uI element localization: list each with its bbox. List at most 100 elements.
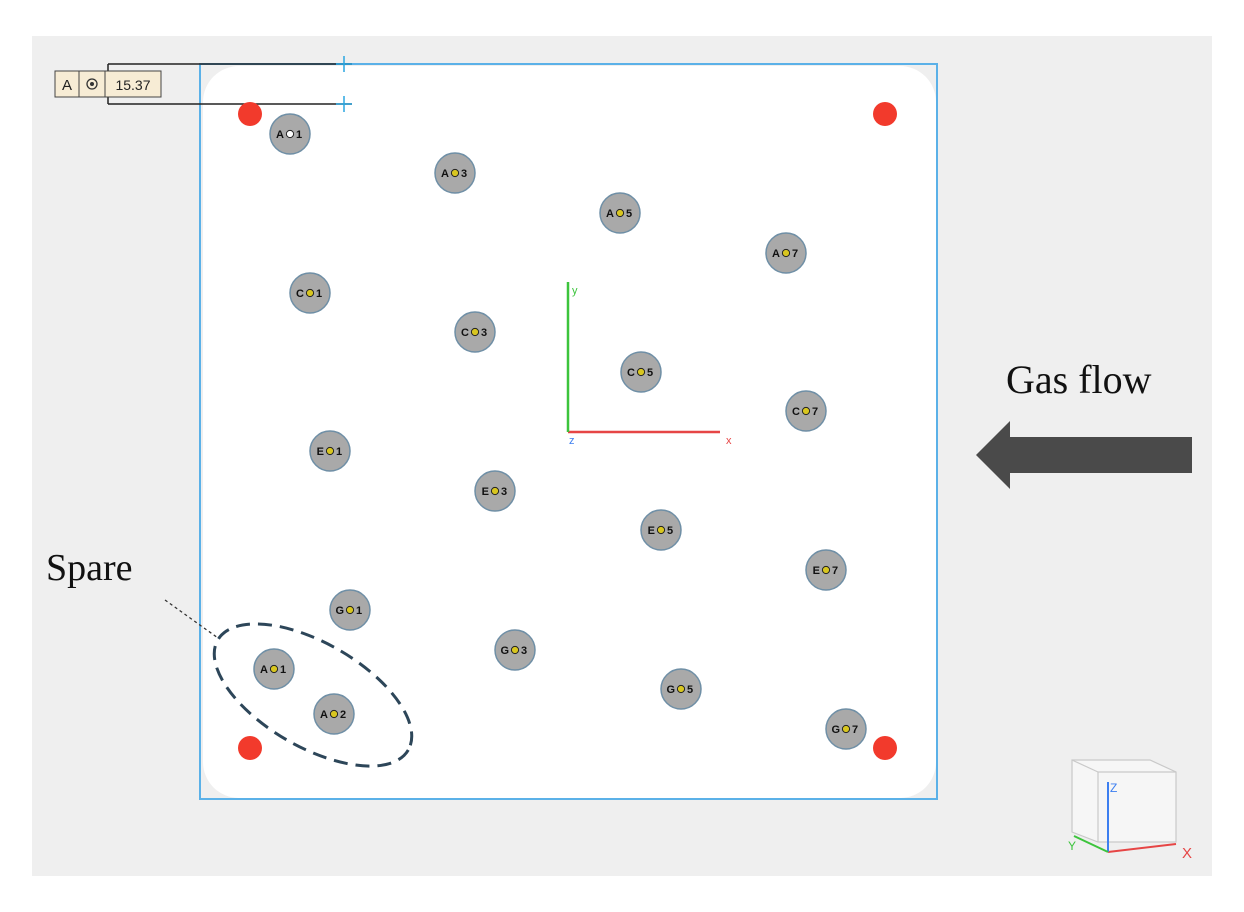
hole-marker-icon [450,168,460,178]
hole-marker-icon [325,446,335,456]
hole-letter: A [260,664,268,676]
hole-number: 1 [280,664,286,676]
hole-letter: A [441,168,449,180]
hole-letter: G [335,605,344,617]
corner-marker-top-right [873,102,897,126]
corner-marker-bottom-left [238,736,262,760]
hole-number: 1 [336,446,342,458]
spare-region: Spare [46,547,414,768]
gas-flow-arrow-icon [976,421,1192,489]
hole-number: 5 [687,684,693,696]
hole-number: 7 [832,565,838,577]
y-axis-label: y [572,285,578,297]
position-circle-icon [86,78,98,90]
hole-letter: G [666,684,675,696]
hole-letter: G [831,724,840,736]
coordinate-axes: x y z [566,282,732,447]
hole-letter: G [500,645,509,657]
hole-number: 5 [626,208,632,220]
view-cube-x-axis [1107,843,1177,853]
hole-number: 7 [792,248,798,260]
hole-letter: E [317,446,324,458]
corner-marker-top-left [238,102,262,126]
hole-marker-icon [345,605,355,615]
hole-marker-icon [329,709,339,719]
hole-marker-icon [305,288,315,298]
hole-marker-icon [285,129,295,139]
hole-number: 1 [296,129,302,141]
hole-letter: C [627,367,635,379]
spare-label: Spare [46,547,133,589]
hole-letter: A [606,208,614,220]
hole-number: 5 [667,525,673,537]
spare-leader-line [164,599,219,639]
hole-number: 7 [852,724,858,736]
hole-marker-icon [676,684,686,694]
dimension-value: 15.37 [115,77,150,93]
hole-letter: E [813,565,820,577]
hole-marker-icon [510,645,520,655]
dimension-datum: A [62,77,72,94]
view-cube-z-label: Z [1110,781,1117,795]
hole-letter: A [772,248,780,260]
hole-number: 3 [461,168,467,180]
hole-marker-icon [781,248,791,258]
view-cube-x-label: X [1182,845,1192,862]
hole-number: 2 [340,709,346,721]
hole-letter: E [648,525,655,537]
corner-marker-bottom-right [873,736,897,760]
hole-marker-icon [269,664,279,674]
view-cube-y-label: Y [1068,839,1076,853]
hole-marker-icon [470,327,480,337]
hole-number: 3 [501,486,507,498]
hole-letter: C [792,406,800,418]
gas-flow-label: Gas flow [1006,357,1152,402]
hole-letter: E [482,486,489,498]
hole-letter: A [320,709,328,721]
dimension-box [54,70,162,98]
hole-marker-icon [841,724,851,734]
hole-number: 3 [521,645,527,657]
x-axis-label: x [726,435,732,447]
hole-letter: C [461,327,469,339]
view-cube-y-axis [1073,835,1109,853]
hole-marker-icon [615,208,625,218]
hole-number: 7 [812,406,818,418]
hole-marker-icon [636,367,646,377]
corner-markers [238,102,897,760]
view-cube: X Z Y [1068,759,1192,862]
hole-letter: A [276,129,284,141]
dimension-callout: A 15.37 [54,56,352,112]
hole-number: 5 [647,367,653,379]
hole-marker-icon [821,565,831,575]
hole-number: 3 [481,327,487,339]
z-axis-label: z [569,435,575,447]
hole-number: 1 [316,288,322,300]
hole-marker-icon [801,406,811,416]
plate-outline [199,63,938,800]
hole-marker-icon [656,525,666,535]
hole-marker-icon [490,486,500,496]
hole-letter: C [296,288,304,300]
hole-number: 1 [356,605,362,617]
